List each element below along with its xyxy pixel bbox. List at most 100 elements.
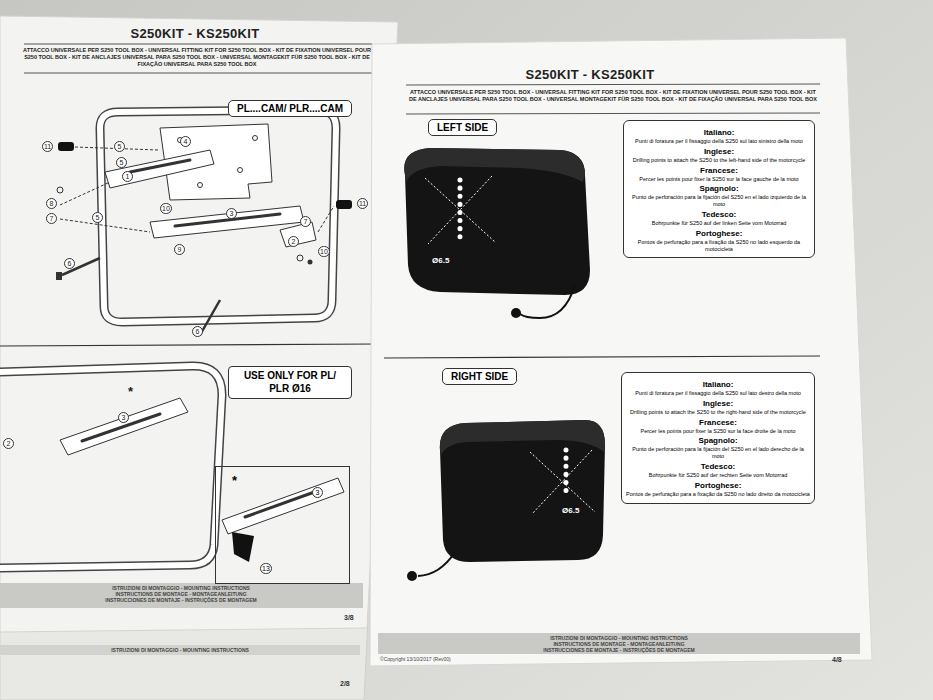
end-cap <box>58 142 74 151</box>
cable <box>520 285 575 318</box>
cable-lock <box>407 571 417 581</box>
section-divider <box>0 344 380 346</box>
language-heading: Francese: <box>626 418 810 428</box>
language-heading: Spagnolo: <box>628 184 810 194</box>
instruction-text: Punto de perforación para la fijación de… <box>626 446 810 460</box>
bracket-hole <box>238 168 243 173</box>
assembly-line <box>60 219 150 232</box>
hole-diameter: Ø6.5 <box>432 256 449 265</box>
drilling-points <box>564 450 569 498</box>
rule-line <box>406 113 820 114</box>
language-heading: Italiano: <box>626 380 810 390</box>
slotted-plate <box>222 478 344 534</box>
instruction-text: Percer les points pour fixer la S250 sur… <box>628 176 810 183</box>
footer-text: ISTRUZIONI DI MONTAGGIO - MOUNTING INSTR… <box>0 585 362 591</box>
callout-number: 5 <box>116 157 127 168</box>
box-label: PL....CAM/ PLR....CAM <box>237 103 343 114</box>
page-title: S250KIT - KS250KIT <box>490 67 690 82</box>
callout-number: 3 <box>118 412 129 423</box>
tool-box-lid <box>440 420 605 455</box>
footer-text: ISTRUZIONI DI MONTAGGIO - MOUNTING INSTR… <box>0 647 360 653</box>
section-divider <box>384 356 820 358</box>
callout-number: 5 <box>114 141 125 152</box>
pannier-frame <box>0 366 222 568</box>
box-label: RIGHT SIDE <box>451 371 508 382</box>
callout-number: 10 <box>160 203 172 214</box>
callout-number: 2 <box>288 236 299 247</box>
footer-text: ISTRUZIONI DI MONTAGGIO - MOUNTING INSTR… <box>380 635 858 641</box>
instruction-box: Italiano:Punti di foratura per il fissag… <box>621 372 815 504</box>
callout-number: 4 <box>180 136 191 147</box>
drilling-mark <box>530 452 595 512</box>
pannier-frame <box>100 110 336 322</box>
cable <box>418 552 455 576</box>
rubber-spacer <box>232 532 254 562</box>
right-sheet <box>370 38 872 666</box>
language-heading: Spagnolo: <box>626 436 810 446</box>
heading-box: LEFT SIDE <box>428 119 497 136</box>
callout-number: 5 <box>92 212 103 223</box>
assembly-line <box>60 182 110 205</box>
callout-number: 1 <box>122 171 133 182</box>
rule-line <box>24 44 372 45</box>
instruction-text: Punti di foratura per il fissaggio della… <box>626 390 810 397</box>
asterisk-mark: * <box>232 475 237 487</box>
tool-box <box>440 420 605 562</box>
instruction-box: Italiano:Punti di foratura per il fissag… <box>623 120 815 258</box>
detail-inset: *313 <box>215 466 350 584</box>
drilling-mark <box>532 450 592 514</box>
page-number: 4/8 <box>832 656 842 663</box>
tool-box-lid <box>404 148 585 182</box>
bolt <box>200 300 220 335</box>
footer-text: INSTRUCCIONES DE MONTAJE - INSTRUÇÕES DE… <box>0 597 362 603</box>
callout-number: 11 <box>42 141 53 152</box>
footer-text: INSTRUCCIONES DE MONTAJE - INSTRUÇÕES DE… <box>380 647 858 653</box>
clamp-piece <box>280 222 316 247</box>
pannier-frame <box>0 366 222 568</box>
language-heading: Portoghese: <box>626 481 810 491</box>
footer-band <box>0 583 363 608</box>
page-number: 2/8 <box>340 680 350 687</box>
callout-number: 7 <box>300 216 311 227</box>
left-sheet <box>0 16 398 632</box>
callout-number: 6 <box>64 258 75 269</box>
slotted-plate <box>60 398 188 455</box>
instruction-text: Drilling points to attach the S250 to th… <box>628 157 810 164</box>
instruction-text: Pontos de perfuração para a fixação da S… <box>628 239 810 253</box>
callout-number: 8 <box>46 198 57 209</box>
callout-number: 2 <box>3 438 14 449</box>
heading-box: USE ONLY FOR PL/ PLR Ø16 <box>228 366 352 399</box>
instruction-text: Pontos de perfuração para a fixação da S… <box>626 491 810 498</box>
drilling-mark <box>425 178 495 242</box>
callout-number: 3 <box>226 208 237 219</box>
washer <box>57 187 63 193</box>
tool-box <box>404 148 590 295</box>
assembly-line <box>318 206 334 232</box>
language-heading: Inglese: <box>628 147 810 157</box>
footer-text: INSTRUCTIONS DE MONTAGE - MONTAGEANLEITU… <box>0 591 362 597</box>
heading-box: PL....CAM/ PLR....CAM <box>228 100 352 117</box>
language-heading: Inglese: <box>626 399 810 409</box>
box-label: USE ONLY FOR PL/ PLR Ø16 <box>235 370 345 395</box>
slotted-plate <box>105 150 214 188</box>
callout-number: 7 <box>46 213 57 224</box>
copyright-note: ©Copyright 13/10/2017 (Rev00) <box>380 656 451 662</box>
instruction-text: Drilling points to attach the S250 to th… <box>626 409 810 416</box>
language-heading: Tedesco: <box>626 462 810 472</box>
hole-diameter: Ø6.5 <box>562 506 579 515</box>
callout-number: 3 <box>312 487 323 498</box>
page-number: 3/8 <box>344 614 354 621</box>
instruction-text: Bohrpunkte für S250 auf der rechten Seit… <box>626 472 810 479</box>
rule-line <box>406 84 820 85</box>
drilling-mark <box>428 176 492 244</box>
footer-band <box>0 645 360 655</box>
callout-number: 11 <box>357 198 368 209</box>
bolt <box>62 258 100 275</box>
instruction-text: Punto de perforación para la fijación de… <box>628 194 810 208</box>
pannier-frame <box>100 110 336 322</box>
bracket-hole <box>198 183 203 188</box>
rule-line <box>24 73 372 74</box>
callout-number: 6 <box>192 326 203 337</box>
